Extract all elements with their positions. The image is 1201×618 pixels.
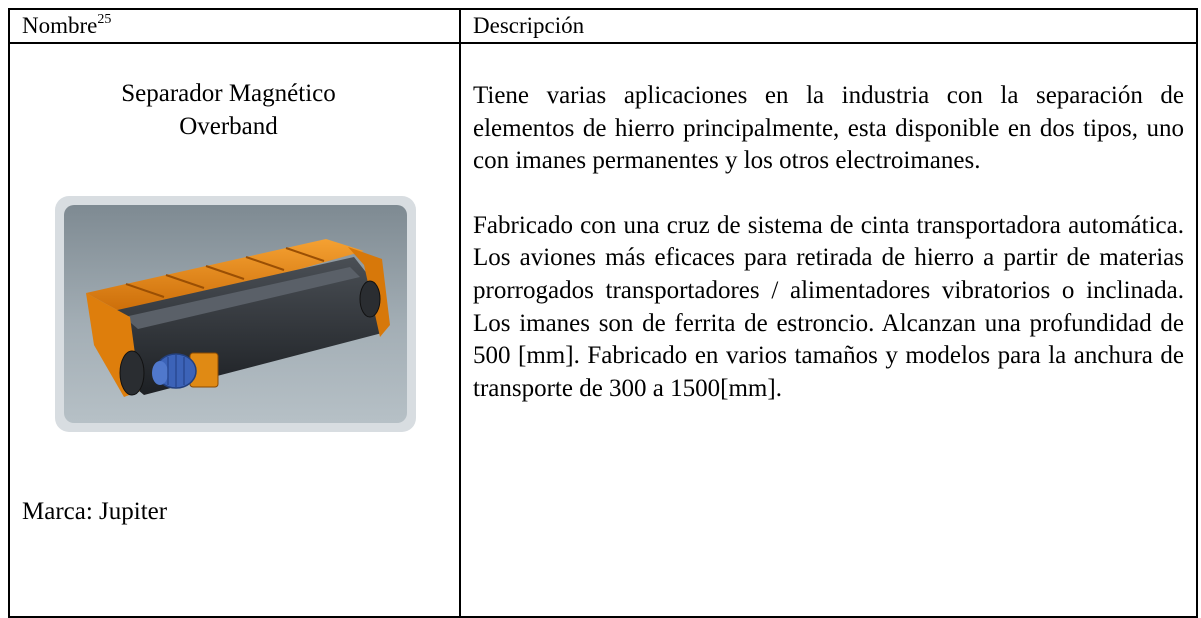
product-name-line-2: Overband	[179, 113, 278, 140]
table-row: Separador Magnético Overband	[8, 42, 1198, 618]
product-name-line-1: Separador Magnético	[121, 80, 336, 107]
motor-end-cap	[152, 361, 168, 385]
description-paragraph-2: Fabricado con una cruz de sistema de cin…	[473, 211, 1184, 402]
header-description-cell: Descripción	[459, 8, 1198, 44]
frame-ribs	[125, 247, 325, 298]
product-name: Separador Magnético Overband	[10, 77, 447, 143]
overband-separator-illustration	[86, 239, 390, 397]
product-photo-frame	[64, 205, 407, 423]
machine-frame-top	[86, 239, 364, 317]
front-roller	[119, 350, 145, 396]
rear-roller	[359, 280, 381, 318]
header-name-label: Nombre	[22, 13, 98, 38]
product-brand: Marca: Jupiter	[22, 498, 168, 525]
product-photo	[55, 196, 416, 432]
product-description-cell: Tiene varias aplicaciones en la industri…	[459, 42, 1198, 618]
equipment-table: Nombre25 Descripción Separador Magnético…	[8, 8, 1198, 618]
machine-frame-side	[348, 247, 390, 337]
product-name-cell: Separador Magnético Overband	[8, 42, 461, 618]
belt-highlight	[124, 267, 360, 329]
table-header-row: Nombre25 Descripción	[8, 8, 1198, 44]
motor-fins	[167, 355, 185, 387]
header-description-label: Descripción	[473, 13, 585, 38]
footnote-marker[interactable]: 25	[97, 12, 112, 27]
header-name-cell: Nombre25	[8, 8, 461, 44]
description-paragraph-1: Tiene varias aplicaciones en la industri…	[473, 82, 1184, 175]
